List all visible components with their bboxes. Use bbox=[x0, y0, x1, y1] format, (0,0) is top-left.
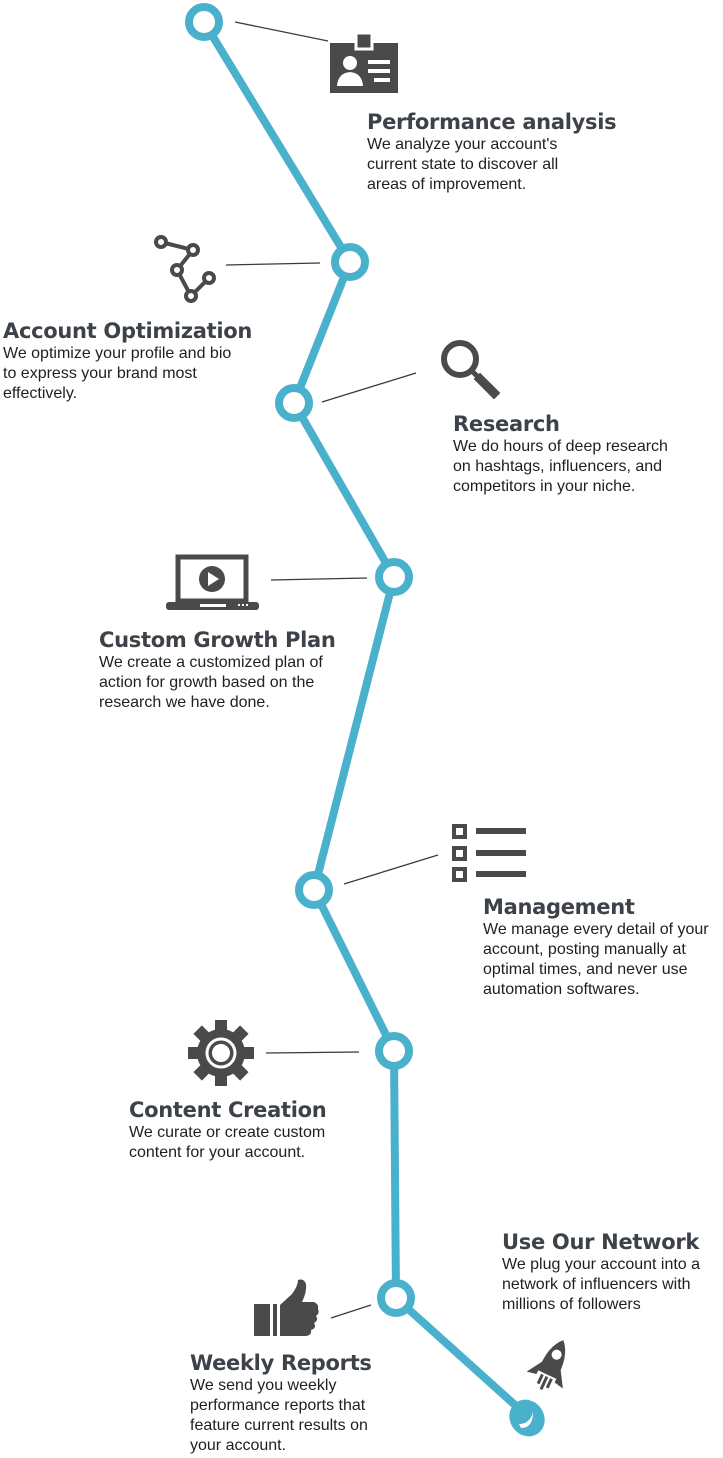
connector-line bbox=[343, 854, 439, 885]
step-title: Use Our Network bbox=[502, 1230, 700, 1254]
step-description: We send you weekly performance reports t… bbox=[190, 1377, 368, 1454]
step-description: We optimize your profile and bio to expr… bbox=[3, 345, 232, 402]
timeline-segment bbox=[290, 399, 398, 581]
timeline-node bbox=[377, 1279, 415, 1317]
gear-icon bbox=[188, 1020, 254, 1086]
step-research: Research We do hours of deep research on… bbox=[453, 412, 668, 497]
step-description: We plug your account into a network of i… bbox=[502, 1256, 701, 1313]
timeline-segment bbox=[310, 886, 398, 1055]
step-description: We manage every detail of your account, … bbox=[483, 921, 709, 998]
step-account-optimization: Account Optimization We optimize your pr… bbox=[3, 319, 252, 404]
id-badge-icon bbox=[330, 33, 398, 93]
step-management: Management We manage every detail of you… bbox=[483, 895, 709, 1000]
timeline-segment bbox=[392, 1294, 519, 1409]
step-content-creation: Content Creation We curate or create cus… bbox=[129, 1098, 327, 1163]
step-description: We do hours of deep research on hashtags… bbox=[453, 438, 668, 495]
connector-line bbox=[321, 372, 417, 403]
timeline-node bbox=[331, 243, 369, 281]
step-performance-analysis: Performance analysis We analyze your acc… bbox=[367, 110, 617, 195]
timeline-node bbox=[375, 558, 413, 596]
step-title: Research bbox=[453, 412, 560, 436]
connector-line bbox=[225, 262, 321, 266]
timeline-segment bbox=[200, 18, 354, 266]
step-description: We curate or create custom content for y… bbox=[129, 1124, 326, 1161]
timeline-segment bbox=[310, 573, 398, 894]
step-use-our-network: Use Our Network We plug your account int… bbox=[502, 1230, 700, 1315]
step-title: Account Optimization bbox=[3, 319, 253, 343]
thumbs-up-icon bbox=[254, 1279, 319, 1336]
timeline-node bbox=[275, 384, 313, 422]
connector-line bbox=[265, 1051, 360, 1054]
rocket-icon bbox=[526, 1340, 566, 1390]
nodes-path-icon bbox=[154, 235, 216, 303]
timeline-node bbox=[185, 3, 223, 41]
timeline-end-swirl bbox=[509, 1399, 545, 1437]
timeline-node bbox=[295, 871, 333, 909]
connector-line bbox=[234, 21, 329, 42]
magnifier-icon bbox=[441, 340, 501, 400]
step-description: We analyze your account's current state … bbox=[367, 136, 559, 193]
step-title: Content Creation bbox=[129, 1098, 327, 1122]
step-title: Performance analysis bbox=[367, 110, 617, 134]
laptop-play-icon bbox=[166, 554, 259, 610]
timeline-node bbox=[375, 1032, 413, 1070]
step-title: Management bbox=[483, 895, 635, 919]
step-title: Custom Growth Plan bbox=[99, 628, 336, 652]
step-title: Weekly Reports bbox=[190, 1351, 372, 1375]
timeline-segment bbox=[290, 258, 354, 407]
step-description: We create a customized plan of action fo… bbox=[99, 654, 323, 711]
timeline-segment bbox=[390, 1047, 400, 1302]
step-custom-growth-plan: Custom Growth Plan We create a customize… bbox=[99, 628, 336, 713]
checklist-icon bbox=[452, 824, 526, 882]
connector-line bbox=[270, 577, 368, 581]
connector-line bbox=[330, 1304, 372, 1319]
step-weekly-reports: Weekly Reports We send you weekly perfor… bbox=[190, 1351, 372, 1456]
